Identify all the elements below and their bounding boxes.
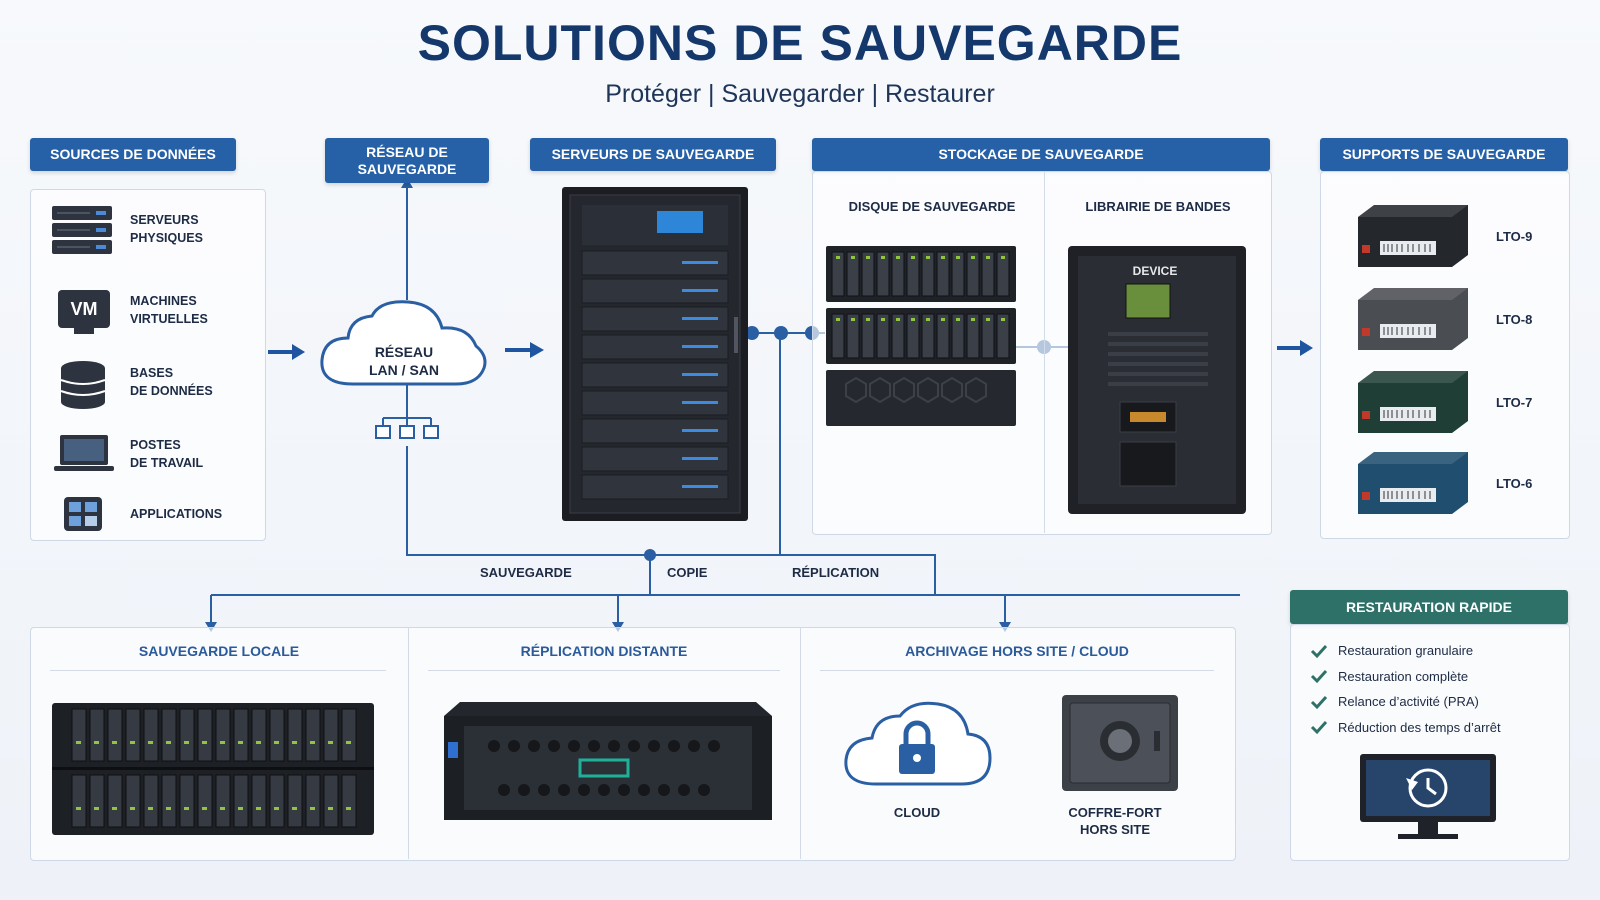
vm-icon: VM <box>58 290 110 328</box>
storage-header: STOCKAGE DE SAUVEGARDE <box>812 138 1270 171</box>
restore-item: Restauration granulaire <box>1310 643 1473 658</box>
laptop-icon <box>54 435 114 471</box>
tape-cartridge-icon <box>1358 205 1468 267</box>
tape-library-icon <box>1068 246 1246 514</box>
disk-label: DISQUE DE SAUVEGARDE <box>848 199 1016 214</box>
check-icon <box>1310 720 1328 735</box>
tape-cartridge-icon <box>1358 452 1468 514</box>
local-backup-title: SAUVEGARDE LOCALE <box>138 643 300 659</box>
page-subtitle: Protéger | Sauvegarder | Restaurer <box>605 80 995 108</box>
restore-monitor-icon <box>1360 754 1496 839</box>
restore-item-label: Restauration complète <box>1338 668 1469 684</box>
tape-label: LIBRAIRIE DE BANDES <box>1085 199 1231 214</box>
servers-header: SERVEURS DE SAUVEGARDE <box>530 138 776 171</box>
media-header: SUPPORTS DE SAUVEGARDE <box>1320 138 1568 171</box>
tape-cartridge-icon <box>1358 288 1468 350</box>
flow-label-copy: COPIE <box>667 565 708 580</box>
storage-array-icon <box>52 703 374 835</box>
page-title: SOLUTIONS DE SAUVEGARDE <box>417 15 1183 71</box>
restore-item: Relance d’activité (PRA) <box>1310 694 1479 709</box>
sources-header: SOURCES DE DONNÉES <box>30 138 236 171</box>
restore-item: Restauration complète <box>1310 669 1468 684</box>
flow-label-backup: SAUVEGARDE <box>480 565 572 580</box>
cloud-icon <box>320 300 487 386</box>
network-nodes-icon <box>375 425 439 439</box>
tape-brand: DEVICE <box>1132 264 1178 278</box>
disk-array-icon <box>826 246 1016 426</box>
tape-label: LTO-9 <box>1496 229 1533 244</box>
restore-header: RESTAURATION RAPIDE <box>1290 590 1568 624</box>
archive-title: ARCHIVAGE HORS SITE / CLOUD <box>905 643 1129 659</box>
tape-label: LTO-6 <box>1496 476 1533 491</box>
server-rack-icon <box>562 187 748 521</box>
cloud-lock-icon <box>844 701 992 786</box>
check-icon <box>1310 695 1328 709</box>
database-icon <box>60 361 106 409</box>
check-icon <box>1310 644 1328 658</box>
tape-label: LTO-8 <box>1496 312 1533 327</box>
restore-item-label: Restauration granulaire <box>1338 643 1474 658</box>
check-icon <box>1310 669 1328 684</box>
restore-item-label: Réduction des temps d’arrêt <box>1338 719 1501 735</box>
tape-cartridge-icon <box>1358 371 1468 433</box>
replication-server-icon <box>444 702 772 820</box>
server-icon <box>52 206 112 254</box>
cloud-archive-label: CLOUD <box>893 805 941 820</box>
source-label: APPLICATIONS <box>130 507 223 521</box>
restore-item-label: Relance d’activité (PRA) <box>1338 694 1479 709</box>
safe-icon <box>1062 695 1178 791</box>
restore-item: Réduction des temps d’arrêt <box>1310 720 1501 735</box>
remote-replication-title: RÉPLICATION DISTANTE <box>520 643 688 659</box>
tape-label: LTO-7 <box>1496 395 1533 410</box>
flow-label-replication: RÉPLICATION <box>792 565 880 580</box>
apps-icon <box>64 497 102 531</box>
